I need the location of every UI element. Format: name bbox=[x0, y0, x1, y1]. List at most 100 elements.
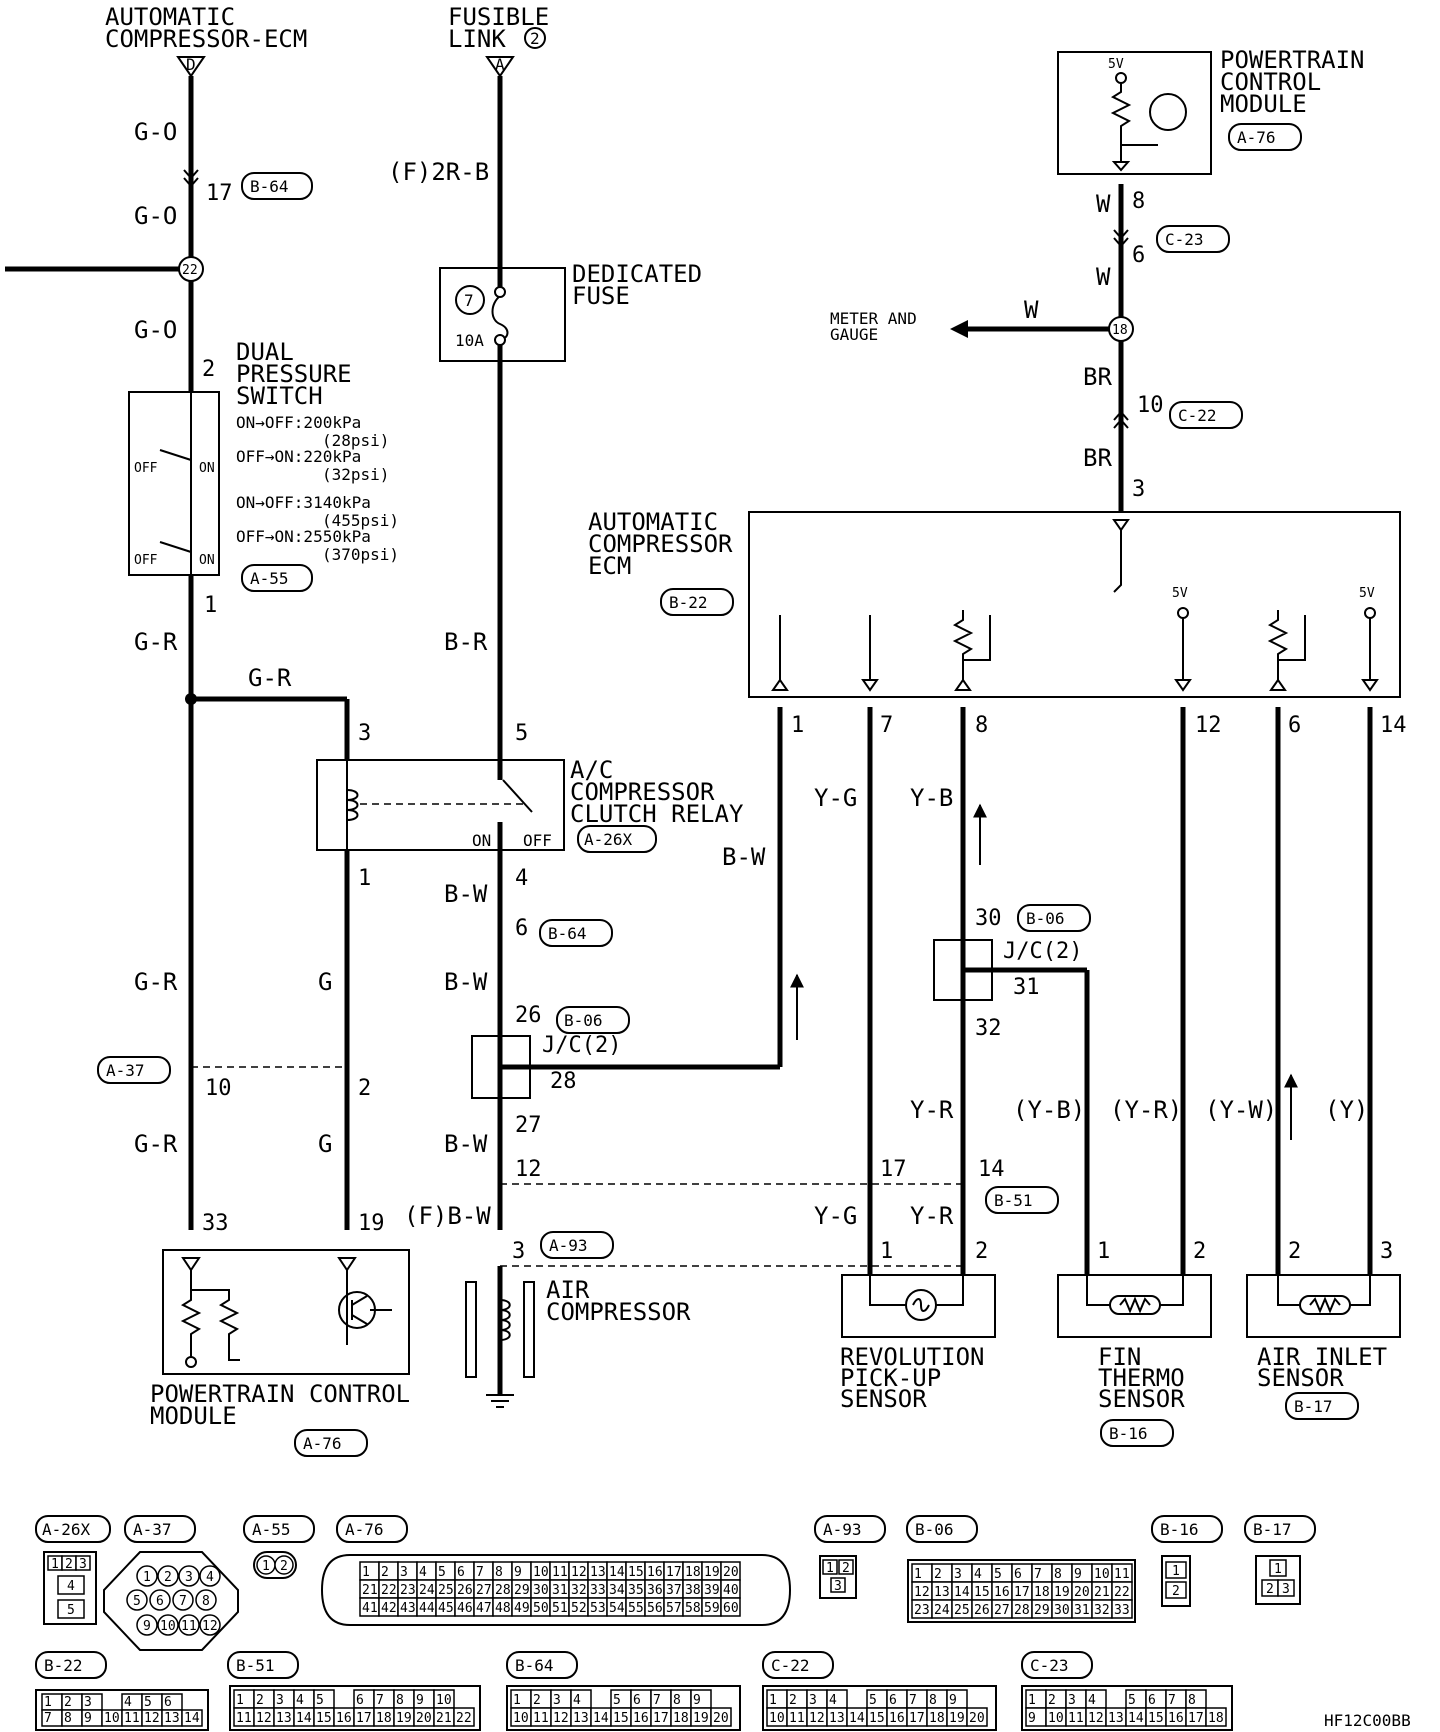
connector-pin-number: 3 bbox=[276, 1693, 284, 1708]
ac-source-icon bbox=[905, 1289, 937, 1321]
ecm-output-wires: 1 B-W 7 Y-G 17 Y-G 1 8 Y-B 30 B-06 J/C(2… bbox=[722, 707, 1407, 1275]
rev-sensor-box bbox=[841, 1274, 996, 1338]
svg-text:1: 1 bbox=[51, 1557, 59, 1572]
legend-b17: B-17 bbox=[1253, 1520, 1292, 1539]
legend-tag-b17 bbox=[1244, 1515, 1316, 1543]
thermistor-icon bbox=[1109, 1295, 1161, 1315]
resistor-icon bbox=[1110, 83, 1158, 146]
connector-pin-number: 17 bbox=[666, 1565, 682, 1580]
diagram-code: HF12C00BB bbox=[1324, 1711, 1411, 1730]
wire-label-g: G bbox=[318, 1130, 332, 1158]
connector-pin-number: 21 bbox=[1094, 1585, 1110, 1600]
connector-pin-number: 26 bbox=[974, 1603, 990, 1618]
rev-title-3: SENSOR bbox=[840, 1385, 927, 1413]
connector-pin-number: 13 bbox=[1108, 1711, 1124, 1726]
connector-pin-number: 2 bbox=[64, 1695, 72, 1710]
connector-pin-number: 43 bbox=[400, 1601, 416, 1616]
connector-pin-cell bbox=[720, 1597, 741, 1617]
connector-pin-number: 6 bbox=[1014, 1567, 1022, 1582]
connector-c22: C-22 bbox=[1178, 406, 1217, 425]
fin-sensor-leads bbox=[1086, 1275, 1184, 1306]
connector-tag-b16 bbox=[1100, 1419, 1174, 1447]
connector-pin-number: 10 bbox=[1094, 1567, 1110, 1582]
connector-pin-number: 12 bbox=[809, 1711, 825, 1726]
connector-pin-number: 15 bbox=[869, 1711, 885, 1726]
connector-tag-b64-2 bbox=[539, 919, 613, 947]
legend-a37: A-37 bbox=[133, 1520, 172, 1539]
connector-pin-number: 11 bbox=[1114, 1567, 1130, 1582]
connector-pin-number: 29 bbox=[1034, 1603, 1050, 1618]
connector-pin-number: 20 bbox=[723, 1565, 739, 1580]
fusible-number-circle bbox=[524, 27, 546, 49]
dps-spec-8: (370psi) bbox=[322, 545, 399, 564]
connector-pin-number: 3 bbox=[400, 1565, 408, 1580]
aircomp-title-1: AIR bbox=[546, 1276, 590, 1304]
connector-pin-number: 18 bbox=[376, 1711, 392, 1726]
svg-text:1: 1 bbox=[1274, 1562, 1282, 1577]
connector-pin-number: 1 bbox=[513, 1693, 521, 1708]
pin-17: 17 bbox=[206, 181, 233, 206]
wire-label-yg: Y-G bbox=[814, 784, 857, 812]
dps-title-2: PRESSURE bbox=[236, 360, 352, 388]
w-br-circuit: W 8 C-23 6 W W METER AND GAUGE 18 BR 10 … bbox=[830, 184, 1243, 512]
connector-pin-number: 57 bbox=[666, 1601, 682, 1616]
connector-pin-number: 12 bbox=[914, 1585, 930, 1600]
connector-pin-number: 14 bbox=[849, 1711, 865, 1726]
connector-pin-number: 37 bbox=[666, 1583, 682, 1598]
legend-b51: B-51 bbox=[236, 1656, 275, 1675]
air-inlet-sensor: AIR INLET SENSOR B-17 bbox=[1246, 1274, 1401, 1420]
aircomp-title-2: COMPRESSOR bbox=[546, 1298, 691, 1326]
fuse-terminal bbox=[494, 286, 506, 298]
pcm-top-5v: 5V bbox=[1108, 57, 1124, 72]
connector-c23: C-23 bbox=[1165, 230, 1204, 249]
compressor-plate bbox=[523, 1281, 535, 1378]
connector-tag-a93 bbox=[540, 1231, 614, 1259]
pcm-top-title-2: CONTROL bbox=[1220, 68, 1321, 96]
pin-19: 19 bbox=[358, 1211, 385, 1236]
connector-pin-number: 1 bbox=[1028, 1693, 1036, 1708]
connector-pin-number: 53 bbox=[590, 1601, 606, 1616]
connector-pin-number: 23 bbox=[400, 1583, 416, 1598]
connector-pin-number: 3 bbox=[809, 1693, 817, 1708]
pin-3-inlet: 3 bbox=[1380, 1239, 1393, 1264]
rev-title-2: PICK-UP bbox=[840, 1364, 941, 1392]
legend-tag-b06 bbox=[906, 1515, 978, 1543]
left-circuit: G-O 17 B-64 G-O 22 G-O 2 OFF ON OFF ON D… bbox=[5, 76, 399, 1236]
wire-label-bw: B-W bbox=[444, 968, 488, 996]
connector-tag-b17 bbox=[1285, 1392, 1359, 1420]
dps-spec-3: OFF→ON:220kPa bbox=[236, 447, 361, 466]
connector-pin-number: 14 bbox=[593, 1711, 609, 1726]
wire-label-brn: BR bbox=[1083, 363, 1112, 391]
connector-pin-number: 42 bbox=[381, 1601, 397, 1616]
connector-pin-number: 31 bbox=[552, 1583, 568, 1598]
pin-7-ecm: 7 bbox=[880, 713, 893, 738]
legend-c23: C-23 bbox=[1030, 1656, 1069, 1675]
dps-spec-6: (455psi) bbox=[322, 511, 399, 530]
legend-tag-b64 bbox=[506, 1651, 578, 1679]
fin-title-2: THERMO bbox=[1098, 1364, 1185, 1392]
pin-2-rev: 2 bbox=[975, 1239, 988, 1264]
connector-pin-number: 11 bbox=[236, 1711, 252, 1726]
pin-30: 30 bbox=[975, 906, 1002, 931]
connector-pin-number: 7 bbox=[44, 1711, 52, 1726]
connector-pin-number: 31 bbox=[1074, 1603, 1090, 1618]
wire-label-fbw: (F)B-W bbox=[404, 1202, 491, 1230]
pin-5: 5 bbox=[515, 721, 528, 746]
connector-pin-number: 9 bbox=[693, 1693, 701, 1708]
pin-1-relay: 1 bbox=[358, 866, 371, 891]
connector-pin-number: 18 bbox=[929, 1711, 945, 1726]
dps-spec-1: ON→OFF:200kPa bbox=[236, 413, 361, 432]
pin-6-top: 6 bbox=[1132, 243, 1145, 268]
connector-pin-number: 3 bbox=[553, 1693, 561, 1708]
wire-label-w: W bbox=[1096, 263, 1111, 291]
connector-pin-cell bbox=[1111, 1599, 1133, 1619]
connector-b22: B-22 bbox=[669, 593, 708, 612]
fuse-number: 7 bbox=[464, 291, 474, 310]
ecm-title-1: AUTOMATIC bbox=[588, 508, 718, 536]
pin-33: 33 bbox=[202, 1211, 229, 1236]
pcm-top-title-3: MODULE bbox=[1220, 90, 1307, 118]
pin-2-fin: 2 bbox=[1193, 1239, 1206, 1264]
